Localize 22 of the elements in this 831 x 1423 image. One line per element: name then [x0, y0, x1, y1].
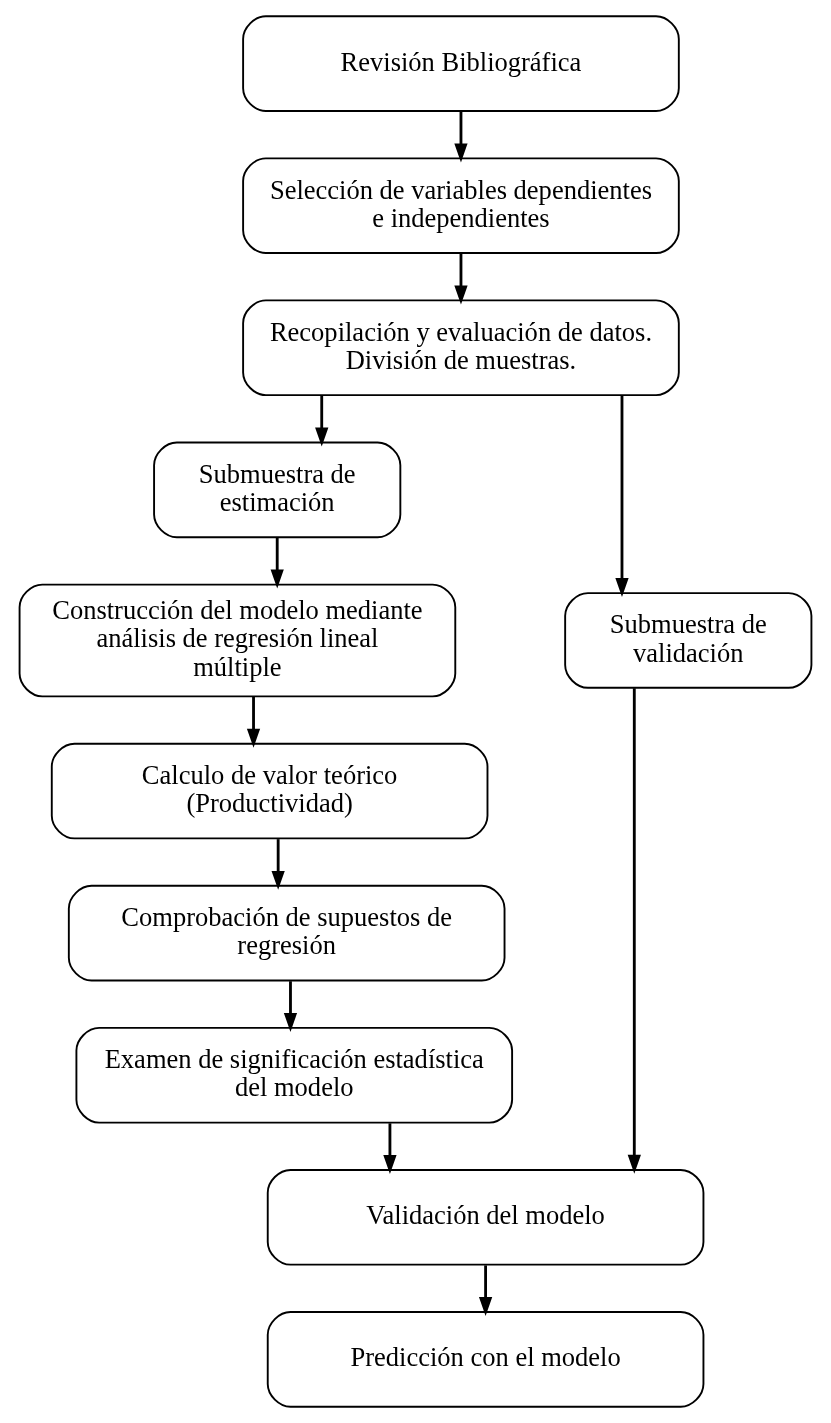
arrow	[478, 1265, 493, 1317]
node-box: Selección de variables dependientes e independientes	[242, 157, 680, 254]
node-box: Construcción del modelo mediante análisis de regresión lineal múltiple	[18, 583, 457, 698]
node-box: Submuestra de estimación	[153, 441, 402, 539]
arrow	[383, 1123, 397, 1175]
arrow	[270, 537, 284, 589]
node-box: Examen de significación estadística del modelo	[75, 1026, 514, 1124]
arrow	[271, 839, 285, 890]
node-box: Recopilación y evaluación de datos. División de muestras.	[242, 299, 680, 397]
arrow	[615, 395, 629, 598]
arrow	[283, 981, 298, 1032]
node-box: Calculo de valor teórico (Productividad)	[50, 742, 489, 840]
arrow	[454, 111, 468, 163]
node-box: Predicción con el modelo	[266, 1311, 705, 1408]
arrow	[627, 688, 641, 1174]
arrow	[454, 253, 468, 305]
arrow	[315, 395, 329, 447]
node-box: Revisión Bibliográfica	[242, 15, 680, 112]
node-box: Validación del modelo	[266, 1169, 705, 1266]
arrow	[246, 696, 261, 748]
node-box: Submuestra de validación	[564, 592, 813, 689]
node-box: Comprobación de supuestos de regresión	[67, 884, 506, 982]
